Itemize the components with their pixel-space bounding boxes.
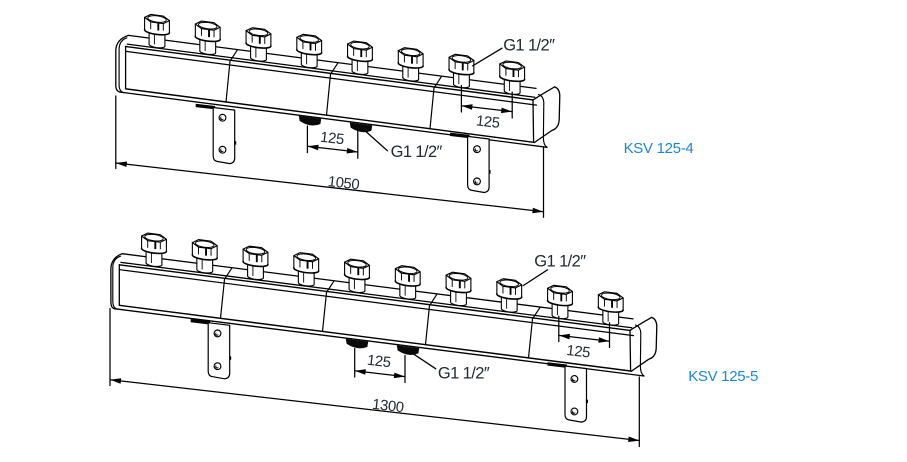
svg-text:125: 125 — [475, 113, 500, 132]
svg-text:KSV 125-4: KSV 125-4 — [624, 140, 694, 157]
svg-text:125: 125 — [566, 343, 591, 362]
svg-text:1050: 1050 — [327, 174, 360, 193]
svg-text:G1 1/2″: G1 1/2″ — [534, 252, 586, 270]
svg-text:125: 125 — [319, 130, 344, 149]
svg-text:125: 125 — [366, 353, 391, 372]
svg-text:G1 1/2″: G1 1/2″ — [391, 143, 443, 161]
svg-text:1300: 1300 — [371, 397, 404, 416]
svg-text:KSV 125-5: KSV 125-5 — [688, 368, 758, 385]
svg-text:G1 1/2″: G1 1/2″ — [438, 365, 490, 383]
svg-text:G1 1/2″: G1 1/2″ — [503, 37, 555, 55]
